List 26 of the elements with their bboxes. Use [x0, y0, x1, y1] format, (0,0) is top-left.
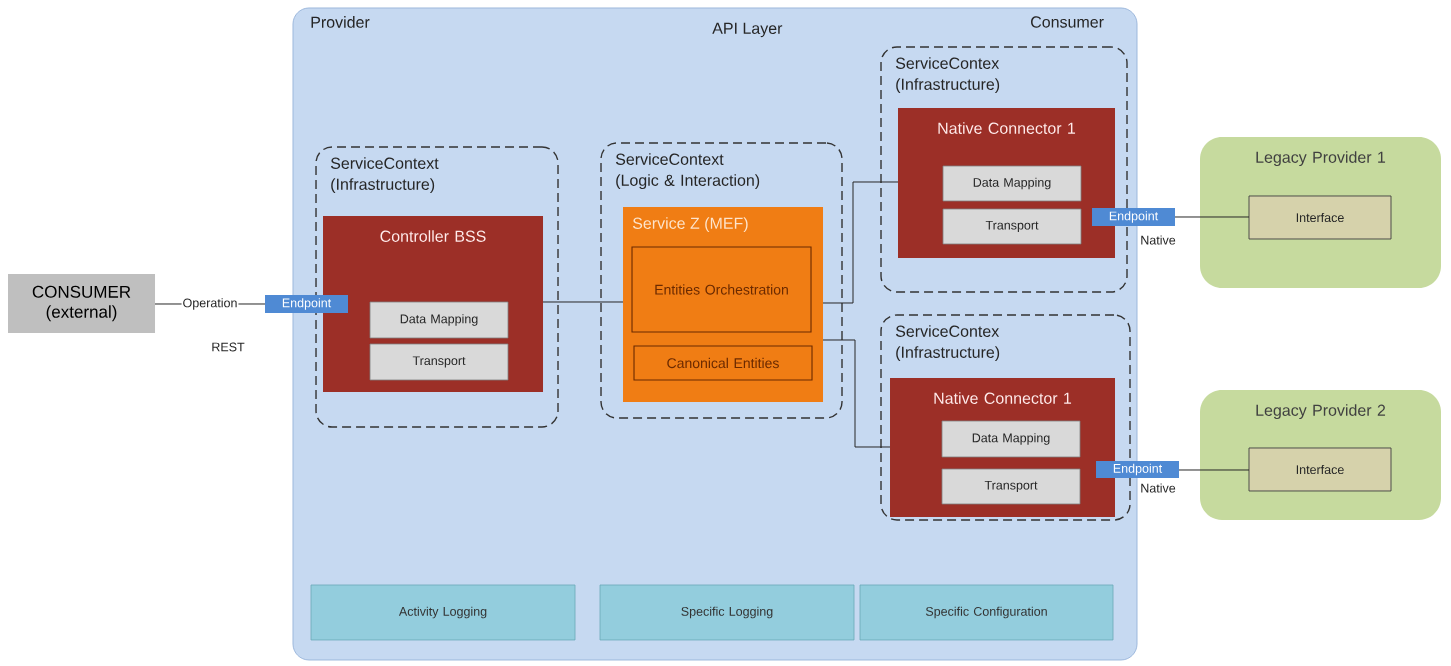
- endpoint-box: Endpoint: [265, 295, 348, 313]
- connector-line: [1174, 216, 1250, 218]
- logging-box: Specific Configuration: [859, 584, 1114, 641]
- function-box: Data Mapping: [942, 165, 1082, 202]
- edge-label: Operation: [181, 297, 239, 311]
- logging-box: Activity Logging: [310, 584, 576, 641]
- edge-label: Native: [1141, 483, 1176, 493]
- protocol-label: REST: [212, 342, 245, 352]
- connector-line: [1178, 469, 1250, 471]
- function-box: Transport: [942, 208, 1082, 245]
- connector-line: [822, 339, 891, 448]
- endpoint-box: Endpoint: [1096, 461, 1179, 478]
- connector-line: [822, 181, 899, 304]
- endpoint-box: Endpoint: [1092, 208, 1175, 226]
- function-box: Data Mapping: [941, 420, 1081, 458]
- connector-line: [542, 301, 624, 303]
- function-box: Data Mapping: [369, 301, 509, 339]
- function-box: Transport: [369, 343, 509, 381]
- edge-label: Native: [1141, 235, 1176, 245]
- function-box: Canonical Entities: [633, 345, 813, 381]
- logging-box: Specific Logging: [599, 584, 855, 641]
- interface-box: Interface: [1248, 447, 1392, 492]
- function-box: Entities Orchestration: [631, 246, 812, 333]
- function-box: Transport: [941, 468, 1081, 505]
- interface-box: Interface: [1248, 195, 1392, 240]
- consumer-box: CONSUMER (external): [8, 274, 155, 333]
